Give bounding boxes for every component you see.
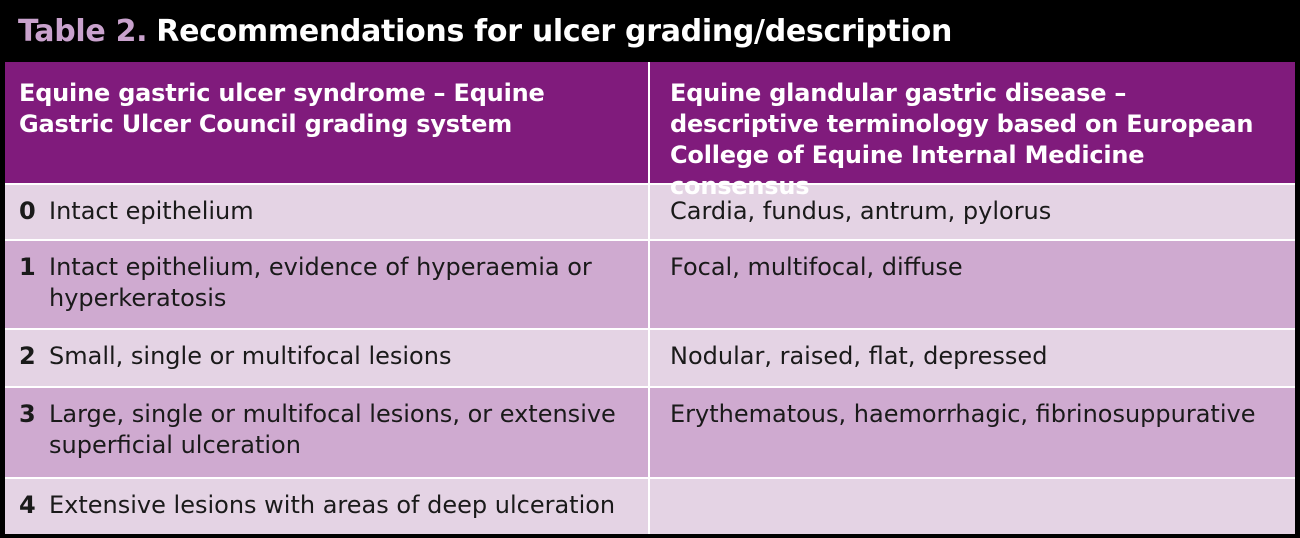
grade-number: 0 [19,197,36,225]
grade-description: Intact epithelium, evidence of hyperaemi… [49,253,592,312]
grade-cell: 0 Intact epithelium [5,185,650,239]
grade-cell: 3 Large, single or multifocal lesions, o… [5,388,650,477]
grade-number: 2 [19,342,36,370]
glandular-description: Erythematous, haemorrhagic, fibrinosuppu… [670,400,1256,428]
grade-number: 1 [19,253,36,281]
grade-cell: 1 Intact epithelium, evidence of hyperae… [5,241,650,328]
table-row: 2 Small, single or multifocal lesions No… [5,328,1295,386]
grade-description: Extensive lesions with areas of deep ulc… [49,491,616,519]
glandular-description: Focal, multifocal, diffuse [670,253,963,281]
table-row: 0 Intact epithelium Cardia, fundus, antr… [5,183,1295,239]
grade-cell: 2 Small, single or multifocal lesions [5,330,650,386]
header-eggd-terminology: Equine glandular gastric disease – descr… [670,79,1254,200]
grade-description: Intact epithelium [49,197,254,225]
table-title: Table 2. Recommendations for ulcer gradi… [0,0,1300,62]
table-number-label: Table 2. [18,13,148,49]
glandular-description: Nodular, raised, flat, depressed [670,342,1048,370]
grade-number: 4 [19,491,36,519]
table-row: 4 Extensive lesions with areas of deep u… [5,477,1295,534]
grade-description: Large, single or multifocal lesions, or … [49,400,616,459]
glandular-description [650,479,1295,534]
table-header-row: Equine gastric ulcer syndrome – Equine G… [5,62,1295,200]
grade-number: 3 [19,400,36,428]
header-egus-grading: Equine gastric ulcer syndrome – Equine G… [5,62,650,183]
table-row: 1 Intact epithelium, evidence of hyperae… [5,239,1295,328]
table-row: 3 Large, single or multifocal lesions, o… [5,386,1295,477]
grade-cell: 4 Extensive lesions with areas of deep u… [5,479,650,534]
glandular-description: Cardia, fundus, antrum, pylorus [670,197,1052,225]
grade-description: Small, single or multifocal lesions [49,342,452,370]
grading-table: Equine gastric ulcer syndrome – Equine G… [0,62,1300,538]
table-title-text: Recommendations for ulcer grading/descri… [156,13,953,49]
